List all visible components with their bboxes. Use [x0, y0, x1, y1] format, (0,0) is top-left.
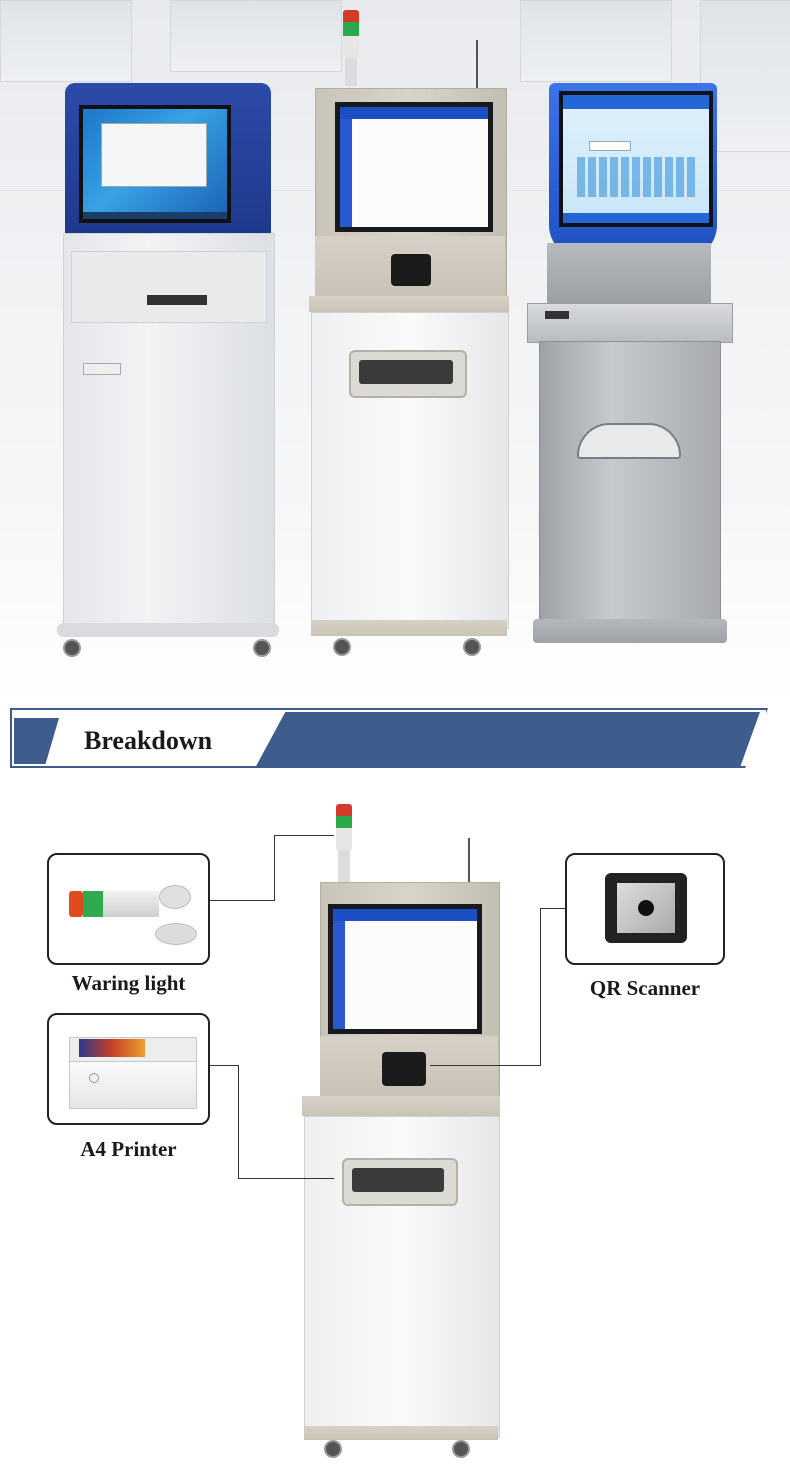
leader-line [238, 1065, 239, 1178]
printer-output-sheet [79, 1039, 145, 1057]
outlet-opening [359, 360, 453, 384]
warning-light-green [343, 22, 359, 36]
light-stand [338, 850, 350, 882]
kiosk-blue-white [57, 83, 279, 663]
kiosk-blue-grey [527, 83, 733, 649]
app-footer [563, 213, 709, 223]
printer-outlet [577, 423, 681, 459]
leader-line [540, 908, 541, 1065]
output-slot [147, 295, 207, 305]
kiosk-neck [547, 243, 711, 303]
leader-line [210, 900, 274, 901]
wheel [463, 638, 481, 656]
print-tray [71, 251, 267, 323]
leader-line [540, 908, 565, 909]
antenna [468, 838, 470, 884]
qr-scanner-callout [565, 853, 725, 965]
kiosk-screen [79, 105, 231, 223]
qr-scanner-label: QR Scanner [589, 976, 701, 1000]
scanner-housing [605, 873, 687, 943]
section-title: Breakdown [84, 726, 213, 755]
leader-line [210, 1065, 238, 1066]
printer-outlet [342, 1158, 458, 1206]
light-body [103, 891, 159, 917]
warning-light-base [343, 36, 359, 58]
product-showroom-photo [0, 0, 790, 700]
qr-scanner [391, 254, 431, 286]
taskbar [83, 212, 227, 219]
kiosk-ledge [302, 1096, 500, 1116]
app-topbar [563, 95, 709, 109]
a4-printer-callout [47, 1013, 210, 1125]
app-sidebar [340, 119, 352, 227]
number-input [589, 141, 631, 151]
keypad [577, 157, 695, 197]
wheel [452, 1440, 470, 1458]
wheel [333, 638, 351, 656]
banner-right-accent [255, 712, 760, 768]
light-stand [345, 58, 357, 86]
background-window [0, 0, 132, 82]
kiosk-base [533, 619, 727, 643]
qr-scanner [382, 1052, 426, 1086]
card-slot [545, 311, 569, 319]
kiosk-base [304, 1426, 498, 1440]
breakdown-kiosk [300, 800, 502, 1460]
kiosk-base [311, 620, 507, 636]
light-base [155, 923, 197, 945]
background-window [170, 0, 342, 72]
leader-line [238, 1178, 334, 1179]
light-red-segment [69, 891, 83, 917]
printer-body [69, 1061, 197, 1109]
wheel [253, 639, 271, 657]
warning-light-label: Waring light [71, 971, 186, 995]
breakdown-section: Waring light A4 Printer QR Scanner [0, 790, 790, 1474]
printer-outlet [349, 350, 467, 398]
wheel [324, 1440, 342, 1458]
kiosk-body [539, 341, 721, 623]
warning-light-base [336, 828, 352, 850]
antenna [476, 40, 478, 90]
scanner-lens [638, 900, 654, 916]
kiosk-screen [559, 91, 713, 227]
kiosk-ledge [309, 296, 509, 312]
light-mount [159, 885, 191, 909]
app-topbar [340, 107, 488, 119]
warning-light-red [336, 804, 352, 816]
app-sidebar [333, 921, 345, 1029]
section-banner: Breakdown [0, 708, 790, 774]
screen-document [101, 123, 207, 187]
app-topbar [333, 909, 477, 921]
warning-light-red [343, 10, 359, 22]
outlet-opening [352, 1168, 444, 1192]
background-window [520, 0, 672, 82]
kiosk-desk [527, 303, 733, 343]
leader-line [274, 835, 275, 901]
card-slot [83, 363, 121, 375]
kiosk-screen [328, 904, 482, 1034]
leader-line [430, 1065, 541, 1066]
printer-logo [89, 1073, 99, 1083]
leader-line [274, 835, 334, 836]
kiosk-beige-white [309, 10, 509, 665]
warning-light-callout [47, 853, 210, 965]
kiosk-base [57, 623, 279, 637]
kiosk-screen [335, 102, 493, 232]
warning-light-green [336, 816, 352, 828]
light-green-segment [83, 891, 103, 917]
wheel [63, 639, 81, 657]
a4-printer-label: A4 Printer [80, 1137, 177, 1161]
